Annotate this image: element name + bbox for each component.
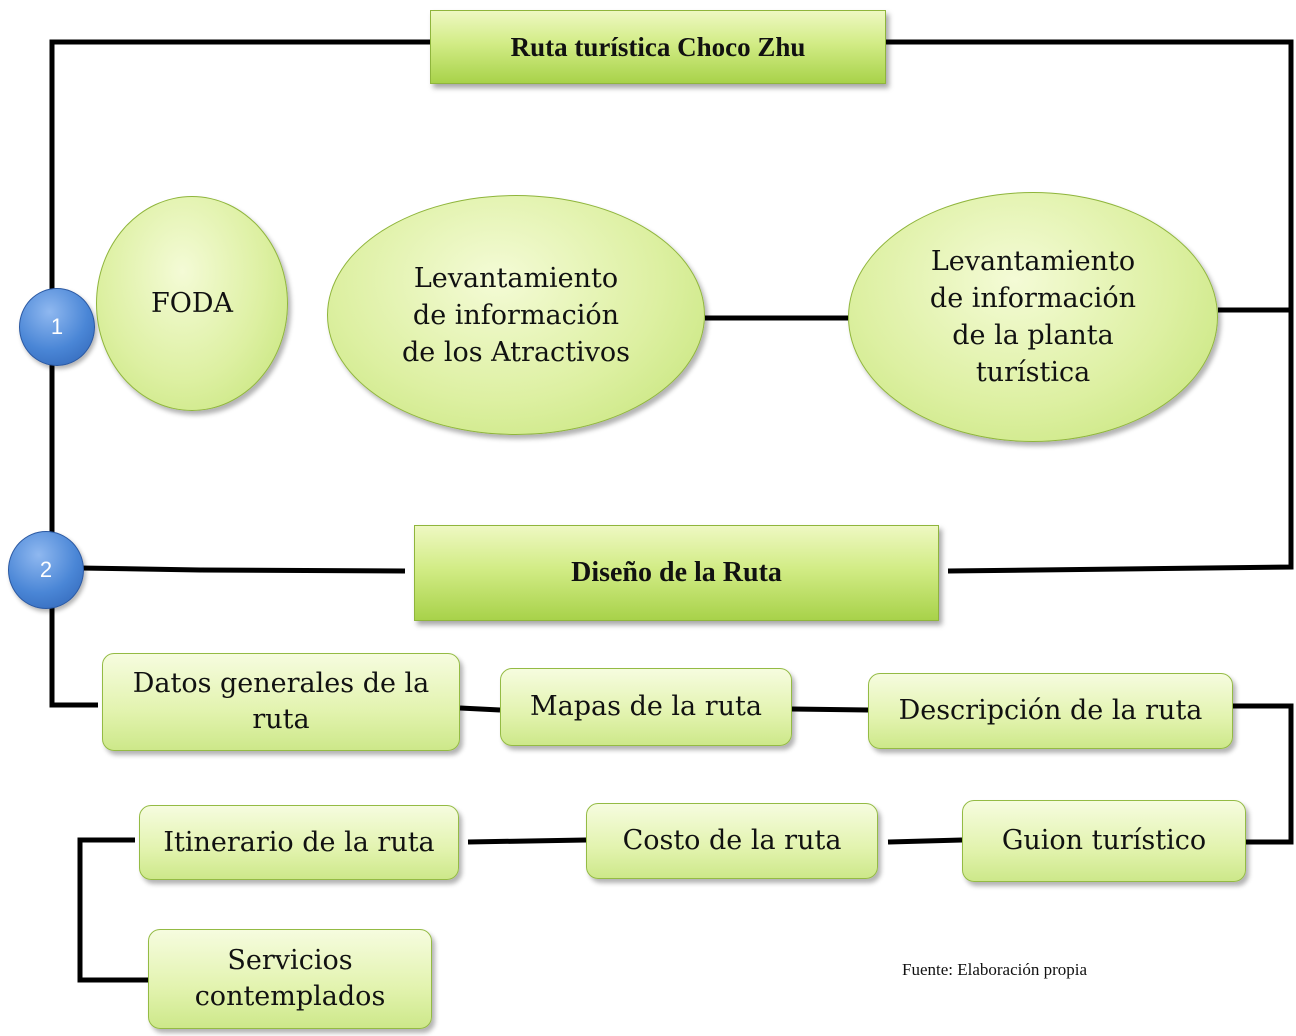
planta-label: Levantamiento de información de la plant… (929, 246, 1137, 388)
step-2-badge: 2 (8, 531, 84, 609)
guion-node: Guion turístico (962, 800, 1246, 882)
connector-title-right (886, 39, 1294, 574)
connector-title-left (49, 39, 430, 708)
route-title-text: Ruta turística Choco Zhu (510, 31, 806, 62)
step-1-number: 1 (50, 314, 64, 339)
connector-itinerario-servicios (77, 837, 148, 983)
foda-label: FODA (150, 288, 233, 319)
connector-datos-mapas (459, 705, 501, 713)
diseno-ruta-node: Diseño de la Ruta (414, 525, 939, 621)
atractivos-node: Levantamiento de información de los Atra… (327, 195, 705, 435)
connector-costo-itinerario (467, 837, 587, 845)
datos-generales-node: Datos generales de la ruta (102, 653, 460, 751)
connector-descripcion-guion (1233, 703, 1294, 845)
step-1-badge: 1 (19, 288, 95, 366)
connector-step2-diseno (79, 565, 406, 574)
step-2-number: 2 (39, 557, 53, 582)
atractivos-label: Levantamiento de información de los Atra… (401, 262, 631, 368)
servicios-label: Servicios contemplados (194, 945, 386, 1012)
guion-label: Guion turístico (1001, 825, 1207, 856)
descripcion-node: Descripción de la ruta (868, 673, 1233, 749)
mapas-label: Mapas de la ruta (530, 691, 762, 722)
itinerario-node: Itinerario de la ruta (139, 805, 459, 880)
source-note-text: Fuente: Elaboración propia (902, 960, 1088, 979)
itinerario-label: Itinerario de la ruta (163, 826, 435, 858)
route-title: Ruta turística Choco Zhu (430, 10, 886, 84)
connector-guion-costo (887, 837, 963, 845)
foda-node: FODA (96, 196, 288, 411)
connector-mapas-descripcion (791, 706, 869, 713)
planta-node: Levantamiento de información de la plant… (848, 192, 1218, 442)
costo-node: Costo de la ruta (586, 803, 878, 879)
diseno-ruta-label: Diseño de la Ruta (571, 557, 782, 588)
costo-label: Costo de la ruta (622, 825, 842, 856)
descripcion-label: Descripción de la ruta (898, 695, 1203, 726)
datos-generales-label: Datos generales de la ruta (132, 668, 430, 735)
servicios-node: Servicios contemplados (148, 929, 432, 1029)
source-note: Fuente: Elaboración propia (902, 960, 1087, 980)
mapas-node: Mapas de la ruta (500, 668, 792, 746)
